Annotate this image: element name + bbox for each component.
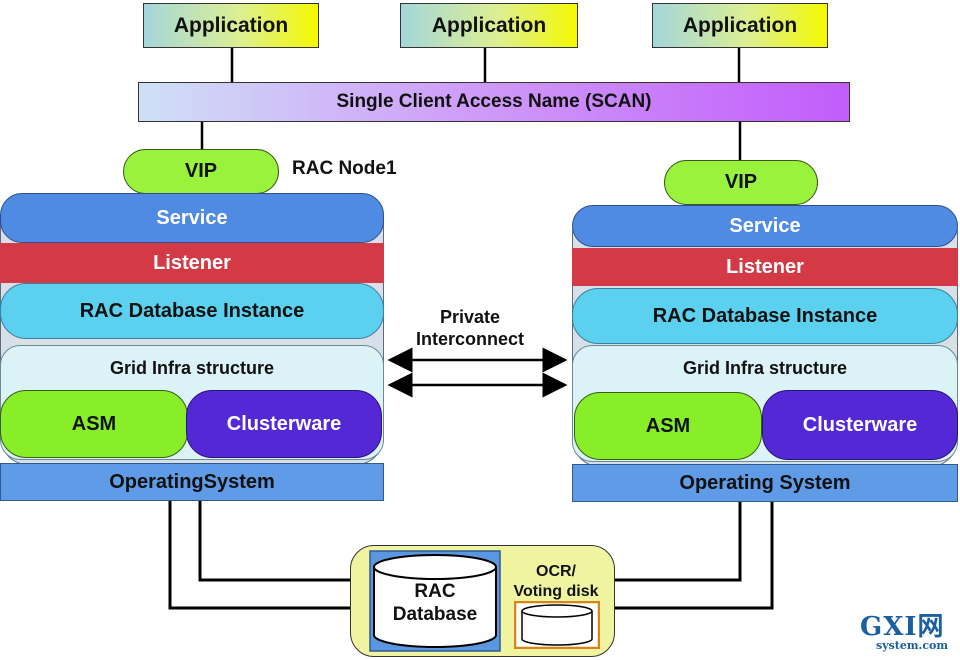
- node2-listener: Listener: [572, 248, 958, 286]
- instance-label: RAC Database Instance: [652, 304, 878, 327]
- ocr-line2: Voting disk: [513, 583, 599, 600]
- vip-label: VIP: [184, 160, 218, 182]
- application-box-3: Application: [652, 3, 828, 48]
- storage-cable-left-inner: [198, 500, 362, 582]
- instance-label: RAC Database Instance: [79, 299, 305, 322]
- node2-db-instance: RAC Database Instance: [572, 288, 958, 344]
- application-label: Application: [431, 13, 547, 37]
- node1-clusterware: Clusterware: [186, 390, 382, 458]
- interconnect-line2: Interconnect: [415, 329, 525, 349]
- ocr-voting-disk-icon: [514, 601, 600, 649]
- storage-cable-left-outer: [168, 500, 362, 610]
- application-label: Application: [682, 13, 798, 37]
- node1-db-instance: RAC Database Instance: [0, 283, 384, 339]
- node2-operating-system: Operating System: [572, 464, 958, 502]
- service-label: Service: [156, 206, 228, 229]
- rac-database-label: RAC Database: [368, 580, 502, 626]
- node2-grid-label: Grid Infra structure: [682, 358, 848, 378]
- clusterware-label: Clusterware: [802, 413, 918, 436]
- storage-cable-right-outer: [608, 500, 774, 610]
- service-label: Service: [729, 214, 801, 237]
- watermark-site: system.com: [876, 639, 948, 652]
- clusterware-label: Clusterware: [226, 412, 342, 435]
- os-label: OperatingSystem: [109, 470, 275, 493]
- node1-operating-system: OperatingSystem: [0, 463, 384, 501]
- database-line2: Database: [392, 604, 478, 625]
- node2-clusterware: Clusterware: [762, 390, 958, 460]
- listener-label: Listener: [726, 255, 804, 278]
- node2-service: Service: [572, 205, 958, 247]
- node1-vip: VIP: [123, 149, 279, 194]
- interconnect-line1: Private: [439, 307, 501, 327]
- rac-database-disk-icon: [369, 550, 501, 652]
- database-line1: RAC: [414, 581, 456, 602]
- node1-service: Service: [0, 193, 384, 243]
- scan-label: Single Client Access Name (SCAN): [336, 91, 652, 112]
- node1-title: RAC Node1: [292, 158, 397, 179]
- application-label: Application: [173, 13, 289, 37]
- node1-grid-label: Grid Infra structure: [109, 358, 275, 378]
- node2-asm: ASM: [574, 392, 762, 460]
- scan-bar: Single Client Access Name (SCAN): [138, 82, 850, 122]
- listener-label: Listener: [153, 251, 231, 274]
- interconnect-label: Private Interconnect: [405, 306, 535, 350]
- application-box-1: Application: [143, 3, 319, 48]
- watermark-brand: GXI网: [860, 612, 945, 642]
- application-box-2: Application: [400, 3, 578, 48]
- ocr-line1: OCR/: [536, 563, 576, 580]
- node2-vip: VIP: [664, 160, 818, 205]
- ocr-voting-label: OCR/ Voting disk: [504, 562, 608, 602]
- storage-cable-right-inner: [608, 500, 742, 582]
- asm-label: ASM: [71, 412, 117, 435]
- asm-label: ASM: [645, 414, 691, 437]
- node1-asm: ASM: [0, 390, 188, 458]
- os-label: Operating System: [679, 471, 851, 494]
- vip-label: VIP: [724, 171, 758, 193]
- node1-listener: Listener: [0, 243, 384, 283]
